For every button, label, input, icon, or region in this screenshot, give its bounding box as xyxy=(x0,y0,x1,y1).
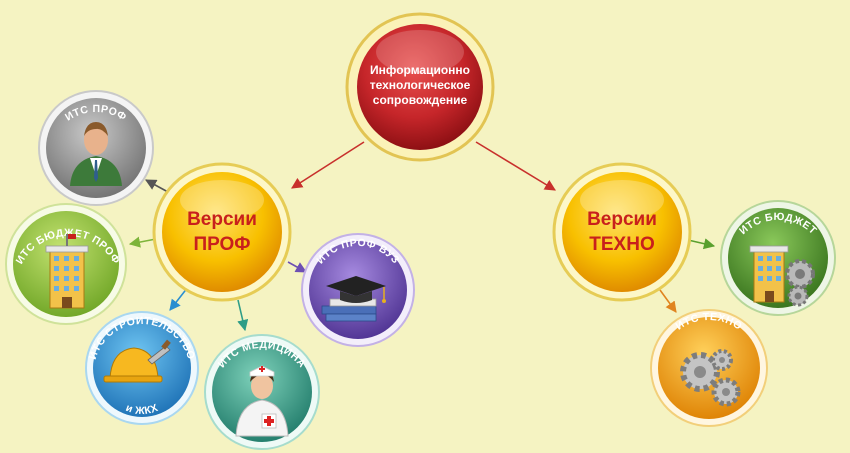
hub-techno[interactable]: Версии ТЕХНО xyxy=(552,162,692,302)
nurse-icon xyxy=(235,365,289,437)
node-its-prof[interactable]: ИТС ПРОФ xyxy=(38,90,154,206)
arrow-prof-to-medicina xyxy=(237,299,249,332)
arrow-prof-to-vuz xyxy=(287,261,307,273)
hardhat-trowel-icon xyxy=(103,339,171,383)
node-its-budget-prof[interactable]: ИТС БЮДЖЕТ ПРОФ xyxy=(5,203,127,325)
connectors xyxy=(128,141,716,332)
hub-techno-line-2: ТЕХНО xyxy=(589,234,654,255)
arrow-prof-to-budget-prof xyxy=(128,236,157,248)
node-its-medicina[interactable]: ИТС МЕДИЦИНА xyxy=(204,334,320,450)
node-its-stroitelstvo[interactable]: ИТС СТРОИТЕЛЬСТВО и ЖКХ xyxy=(85,311,199,425)
arrow-techno-to-its-techno xyxy=(659,289,677,313)
center-line-1: Информационно xyxy=(370,63,470,77)
hub-prof-line-1: Версии xyxy=(187,209,257,230)
arrow-center-to-techno xyxy=(475,141,556,191)
arrow-techno-to-budget xyxy=(687,238,716,250)
center-line-3: сопровождение xyxy=(373,93,468,107)
its-stroitelstvo-sub-label: и ЖКХ xyxy=(124,402,160,417)
businessman-icon xyxy=(70,122,122,186)
center-line-2: технологическое xyxy=(370,78,471,92)
hub-prof-line-2: ПРОФ xyxy=(193,234,250,255)
node-its-prof-vuz[interactable]: ИТС ПРОФ ВУЗ xyxy=(301,233,415,347)
node-its-techno[interactable]: ИТС ТЕХНО xyxy=(650,309,768,427)
gears-icon xyxy=(680,349,741,407)
building-icon xyxy=(45,234,89,309)
arrow-prof-to-stroitelstvo xyxy=(169,286,189,311)
building-gears-icon xyxy=(749,245,815,307)
hub-techno-line-1: Версии xyxy=(587,209,657,230)
center-node: Информационно технологическое сопровожде… xyxy=(345,12,495,162)
hub-prof[interactable]: Версии ПРОФ xyxy=(152,162,292,302)
arrow-center-to-prof xyxy=(291,141,365,189)
node-its-budget[interactable]: ИТС БЮДЖЕТ xyxy=(720,200,836,316)
graduation-cap-icon xyxy=(321,276,386,322)
arrow-prof-to-its-prof xyxy=(145,179,169,193)
